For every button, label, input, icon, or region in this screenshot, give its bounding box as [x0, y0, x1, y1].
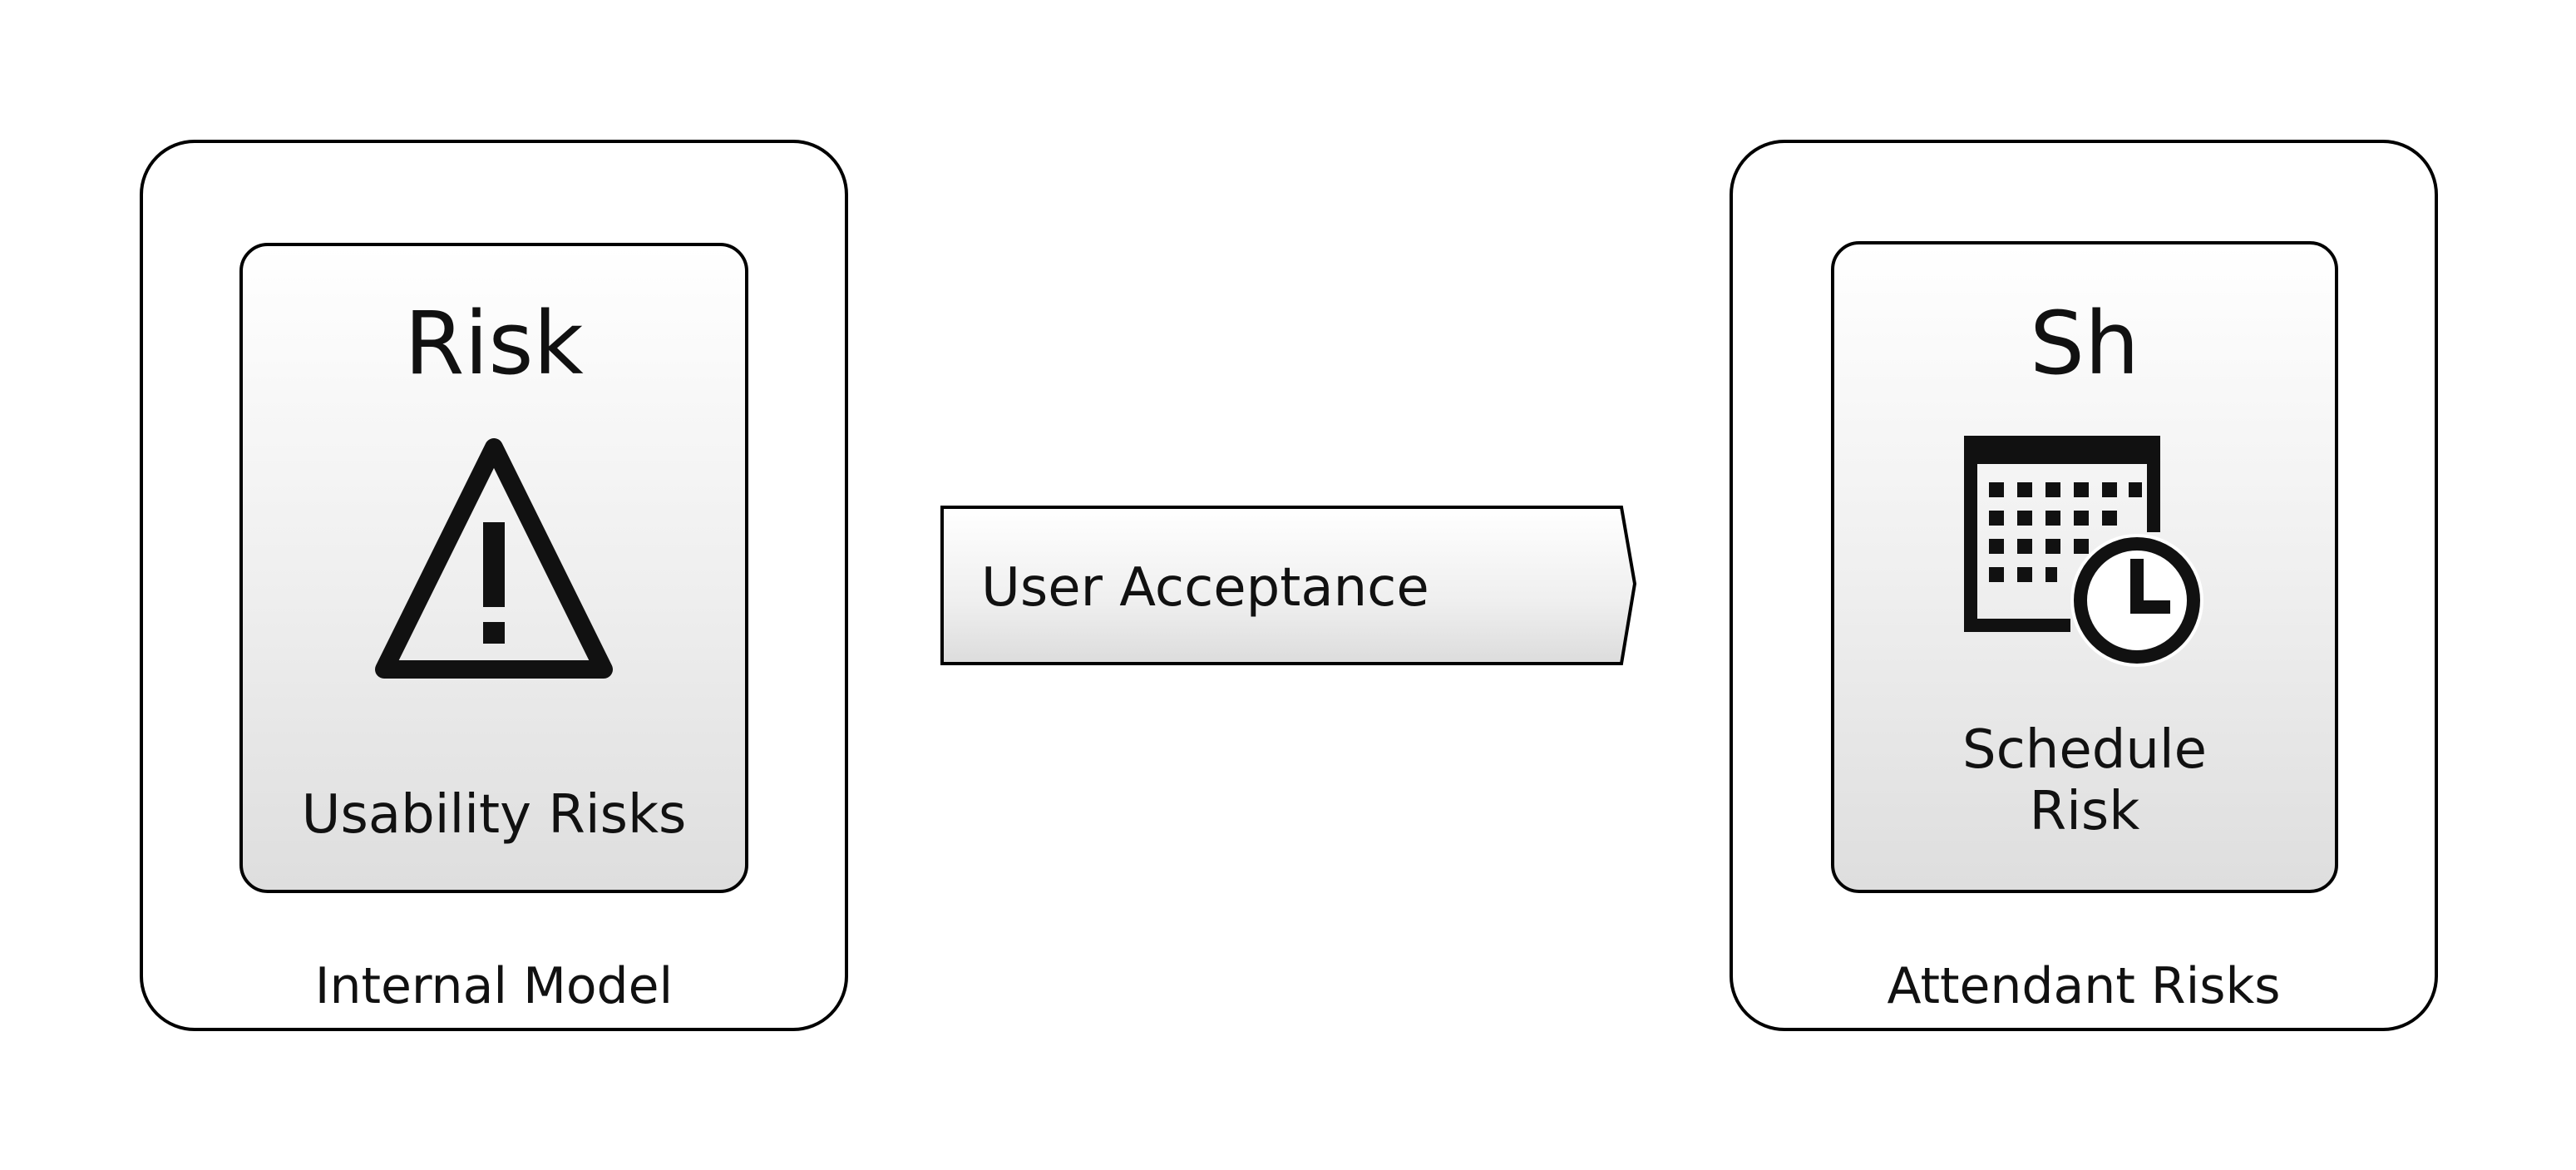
user-acceptance-label: User Acceptance: [981, 557, 1429, 619]
attendant-risks-caption: Attendant Risks: [1887, 957, 2281, 1015]
calendar-clock-icon: [1964, 436, 2203, 667]
warning-icon: [375, 438, 613, 679]
risk-card-title: Risk: [404, 293, 584, 394]
user-acceptance-arrow: [940, 506, 1637, 665]
schedule-card-title: Sh: [2030, 293, 2139, 394]
usability-risks-label: Usability Risks: [301, 784, 687, 846]
internal-model-caption: Internal Model: [314, 957, 674, 1015]
schedule-risk-label-line1: Schedule: [1962, 719, 2208, 781]
schedule-risk-label-line2: Risk: [2029, 781, 2140, 842]
